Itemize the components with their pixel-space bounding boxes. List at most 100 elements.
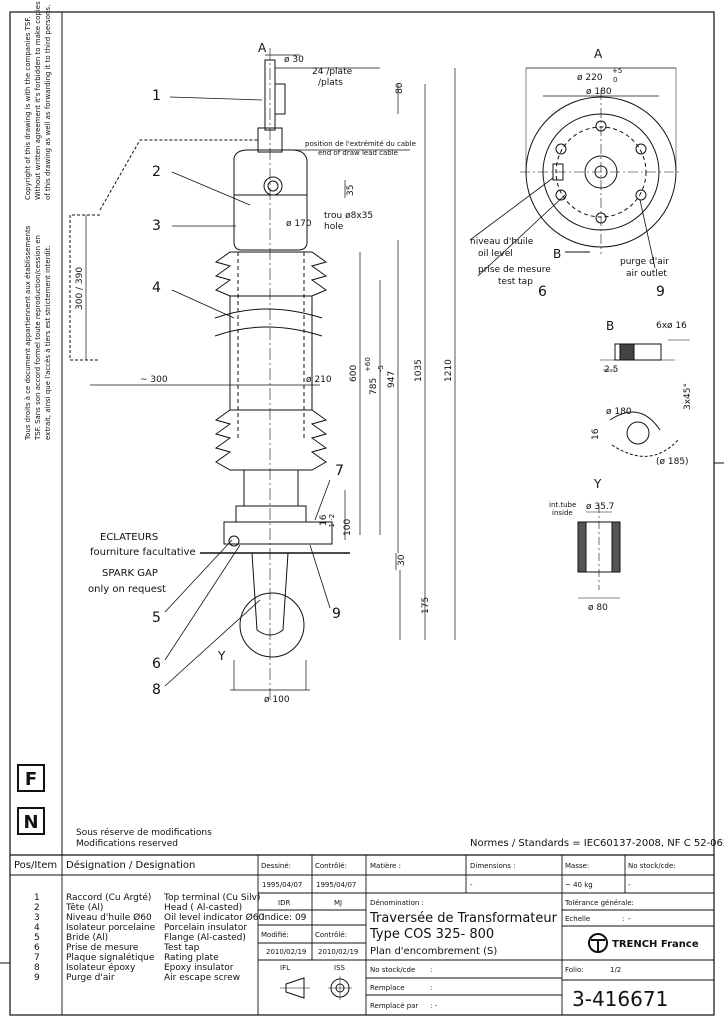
svg-text:7: 7	[34, 953, 40, 963]
dessine-by: IDR	[278, 899, 290, 907]
dim-plate: 24 /plate	[312, 67, 353, 77]
oil-level-window	[263, 176, 283, 196]
projection-symbol-icon	[280, 976, 352, 1000]
svg-text:Porcelain insulator: Porcelain insulator	[164, 923, 247, 933]
folio-label: Folio:	[565, 966, 584, 974]
svg-text:Purge d'air: Purge d'air	[66, 973, 115, 983]
callout-7: 7	[335, 463, 344, 479]
head-casting	[233, 149, 308, 251]
air-outlet-num: 9	[656, 284, 665, 300]
dim-d16: 16	[319, 514, 329, 526]
denomination-label: Dénomination :	[370, 899, 424, 907]
hole-en: hole	[324, 222, 344, 232]
dim-d947: 947	[387, 371, 397, 388]
svg-text:Top terminal (Cu Silv): Top terminal (Cu Silv)	[163, 893, 260, 903]
remplace-par-label: Remplacé par	[370, 1002, 418, 1010]
title-line-1: Traversée de Transformateur	[369, 911, 558, 926]
view-b-d180: ø 180	[606, 407, 632, 417]
dim-d785: 785	[369, 378, 379, 395]
view-b-d185: (ø 185)	[656, 457, 689, 467]
svg-text:TSF. Sans son accord formel to: TSF. Sans son accord formel toute reprod…	[34, 235, 42, 441]
mods-en: Modifications reserved	[76, 839, 178, 849]
svg-text:Niveau d'huile Ø60: Niveau d'huile Ø60	[66, 912, 152, 923]
bushing-elevation	[69, 48, 350, 700]
remplace-label: Remplace	[370, 984, 405, 992]
air-outlet-fr: purge d'air	[620, 257, 669, 267]
view-y-d80: ø 80	[588, 603, 608, 613]
view-y-d357: ø 35.7	[586, 502, 614, 512]
dim-d80: 80	[395, 82, 405, 94]
svg-text:Head ( Al-casted): Head ( Al-casted)	[164, 903, 242, 913]
view-a-d220: ø 220	[577, 73, 603, 83]
view-a-d220-tol-dn: 0	[613, 76, 617, 84]
view-a-d220-tol-up: +5	[612, 67, 622, 75]
spark-en-1: SPARK GAP	[102, 568, 158, 579]
controle-by: MJ	[334, 899, 342, 907]
section-a-label: A	[258, 41, 267, 55]
view-b-chamfer: 3x45°	[683, 383, 693, 410]
main-dimensions	[85, 54, 456, 691]
remplace-par-value: : -	[430, 1002, 438, 1010]
air-outlet-en: air outlet	[626, 269, 667, 279]
spark-gap-electrode	[228, 535, 240, 547]
svg-text:Copyright of this drawing is w: Copyright of this drawing is with the co…	[24, 17, 32, 200]
dim-d600: 600	[349, 365, 359, 382]
dessine-label: Dessiné:	[261, 862, 291, 870]
designation-header: Désignation / Designation	[66, 859, 195, 871]
callout-3: 3	[152, 218, 161, 234]
dim-d210: ø 210	[306, 375, 332, 385]
masse-value: ~ 40 kg	[565, 881, 593, 889]
svg-text:Bride (Al): Bride (Al)	[66, 933, 108, 943]
folio-value: 1/2	[610, 966, 621, 974]
pos-header: Pos/Item	[14, 860, 57, 871]
tolerance-value: -	[628, 915, 631, 923]
trench-logo	[588, 933, 608, 953]
view-a-b-marker: B	[553, 247, 561, 261]
callout-8: 8	[152, 682, 161, 698]
view-a-label: A	[594, 47, 603, 61]
title-line-2: Type COS 325- 800	[369, 927, 494, 942]
svg-text:3: 3	[34, 913, 40, 923]
sheet-border	[9, 11, 715, 1016]
spark-fr-1: ECLATEURS	[100, 532, 158, 543]
view-y-section	[577, 505, 621, 599]
test-tap-num: 6	[538, 284, 547, 300]
mods-fr: Sous réserve de modifications	[76, 827, 212, 838]
detail-y-circle	[239, 592, 305, 658]
stock-value: -	[628, 881, 631, 889]
dim-d785-tol-dn: -5	[377, 365, 385, 372]
dim-d100: 100	[343, 519, 353, 536]
dim-d30b: 30	[397, 554, 407, 566]
svg-text:Raccord (Cu Argté): Raccord (Cu Argté)	[66, 892, 151, 903]
title-line-3: Plan d'encombrement (S)	[370, 946, 497, 957]
indice: Indice: 09	[262, 913, 307, 923]
oil-level-fr: niveau d'huile	[470, 237, 534, 247]
dim-d35: 35	[346, 185, 356, 196]
detail-y-marker: Y	[217, 649, 226, 663]
svg-text:5: 5	[34, 933, 40, 943]
hole-fr: trou ø8x35	[324, 211, 373, 221]
controle2-by: ISS	[334, 964, 346, 972]
svg-text:of this drawing as well as for: of this drawing as well as forwarding it…	[44, 5, 52, 200]
view-a-d180: ø 180	[586, 87, 612, 97]
controle-date: 1995/04/07	[316, 881, 356, 889]
modifie-label: Modifié:	[261, 931, 289, 939]
mounting-flange	[223, 521, 333, 545]
callout-5: 5	[152, 610, 161, 626]
modifie-date: 2010/02/19	[266, 948, 306, 956]
controle2-label: Contrôlé:	[315, 931, 347, 939]
dimensions-value: -	[470, 881, 473, 889]
svg-text:Rating plate: Rating plate	[164, 953, 219, 963]
test-tap-fr: prise de mesure	[478, 265, 551, 275]
stock-label: No stock/cde:	[628, 862, 676, 870]
view-b-d16: 16	[591, 428, 601, 440]
porcelain-sheds-bottom	[214, 409, 328, 471]
controle2-date: 2010/02/19	[318, 948, 358, 956]
